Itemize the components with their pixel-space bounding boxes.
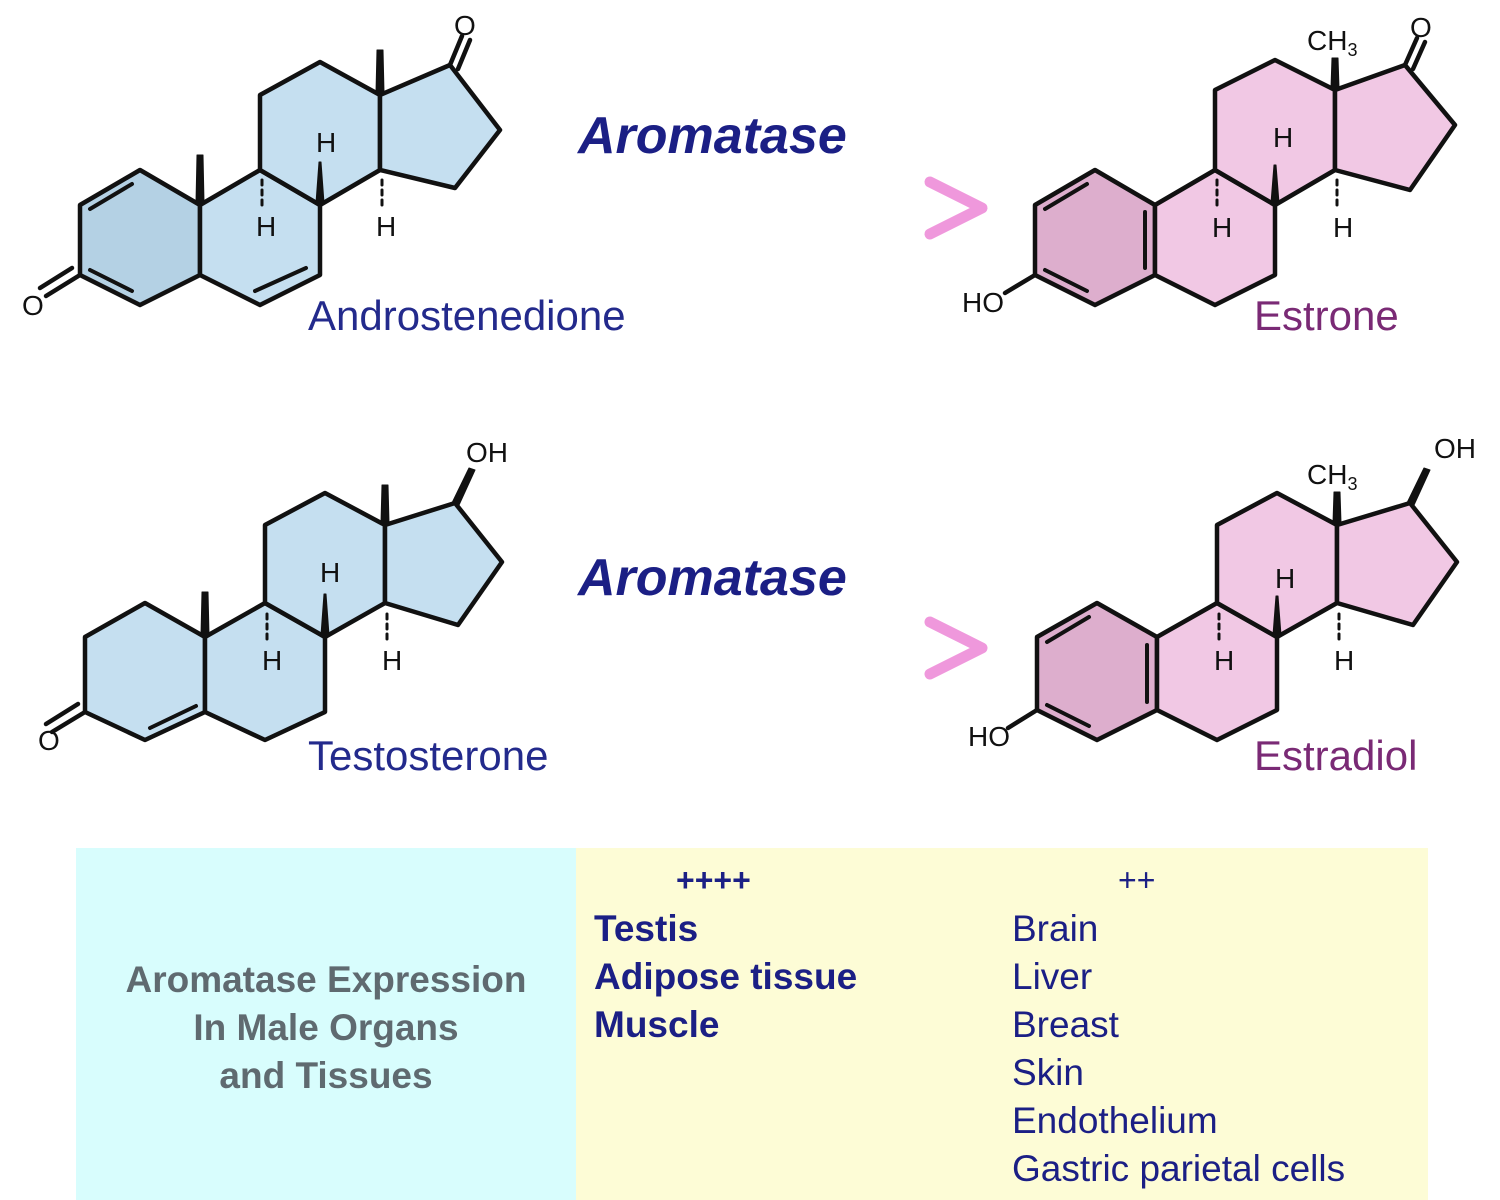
androstenedione-structure	[37, 33, 503, 308]
androstenedione-oxo-17: O	[454, 10, 476, 41]
high-expression-mark: ++++	[676, 862, 751, 898]
androstenedione-h-8: H	[316, 127, 336, 158]
reaction-arrow-2	[527, 616, 988, 680]
estradiol-hydroxy-3: HO	[968, 721, 1010, 752]
title-line-2: In Male Organs	[193, 1007, 459, 1048]
tissue-item: Skin	[1012, 1052, 1084, 1093]
substrate-name-androstenedione: Androstenedione	[308, 292, 626, 339]
estradiol-h-9: H	[1214, 645, 1234, 676]
ring-a	[1032, 167, 1158, 308]
estradiol-h-14: H	[1334, 645, 1354, 676]
estrone-h-9: H	[1212, 212, 1232, 243]
estrone-hydroxy-3: HO	[962, 287, 1004, 318]
androstenedione-h-9: H	[256, 211, 276, 242]
testosterone-oxo-3: O	[38, 725, 60, 756]
tissue-item: Endothelium	[1012, 1100, 1218, 1141]
testosterone-h-14: H	[382, 645, 402, 676]
androstenedione-oxo-3: O	[22, 290, 44, 321]
moderate-expression-column: ++ Brain Liver Breast Skin Endothelium G…	[1012, 862, 1345, 1193]
product-name-estrone: Estrone	[1254, 292, 1399, 339]
ring-d	[382, 500, 505, 628]
reaction-arrow-1	[527, 176, 988, 240]
androstenedione-h-14: H	[376, 211, 396, 242]
ring-d	[1334, 500, 1460, 628]
tissue-item: Brain	[1012, 908, 1099, 949]
testosterone-structure	[43, 467, 505, 743]
estrone-methyl: CH3	[1307, 25, 1357, 60]
expression-table-header-cell: Aromatase Expression In Male Organs and …	[76, 848, 576, 1200]
estradiol-hydroxy-17: OH	[1434, 433, 1476, 464]
estrone-oxo-17: O	[1410, 12, 1432, 43]
aromatase-expression-table: Aromatase Expression In Male Organs and …	[76, 848, 1428, 1200]
moderate-expression-mark: ++	[1118, 862, 1156, 898]
ring-d	[1332, 62, 1458, 193]
estrone-structure	[1002, 35, 1458, 308]
estradiol-methyl: CH3	[1307, 459, 1357, 494]
testosterone-h-9: H	[262, 645, 282, 676]
estradiol-structure	[1005, 467, 1460, 743]
ring-d	[377, 62, 503, 191]
expression-table-body: ++++ Testis Adipose tissue Muscle ++ Bra…	[576, 848, 1428, 1200]
tissue-item: Liver	[1012, 956, 1093, 997]
title-line-3: and Tissues	[219, 1055, 433, 1096]
estrone-h-14: H	[1333, 212, 1353, 243]
tissue-item: Gastric parietal cells	[1012, 1148, 1346, 1189]
reaction-diagram: O O H H H HO O CH3 H H H	[22, 10, 1476, 756]
ring-a	[1034, 600, 1160, 743]
testosterone-h-8: H	[320, 557, 340, 588]
product-name-estradiol: Estradiol	[1254, 732, 1418, 779]
enzyme-label-1: Aromatase	[578, 107, 847, 165]
tissue-item: Adipose tissue	[594, 956, 858, 997]
ring-a	[82, 600, 208, 743]
estradiol-h-8: H	[1275, 563, 1295, 594]
substrate-name-testosterone: Testosterone	[308, 732, 549, 779]
enzyme-label-2: Aromatase	[578, 549, 847, 607]
testosterone-hydroxy-17: OH	[466, 437, 508, 468]
estrone-h-8: H	[1273, 122, 1293, 153]
tissue-item: Testis	[594, 908, 699, 949]
high-expression-column: ++++ Testis Adipose tissue Muscle	[594, 862, 857, 1049]
ring-a	[77, 167, 203, 308]
tissue-item: Muscle	[594, 1004, 720, 1045]
tissue-item: Breast	[1012, 1004, 1119, 1045]
title-line-1: Aromatase Expression	[125, 959, 527, 1000]
expression-table-title: Aromatase Expression In Male Organs and …	[76, 956, 576, 1100]
